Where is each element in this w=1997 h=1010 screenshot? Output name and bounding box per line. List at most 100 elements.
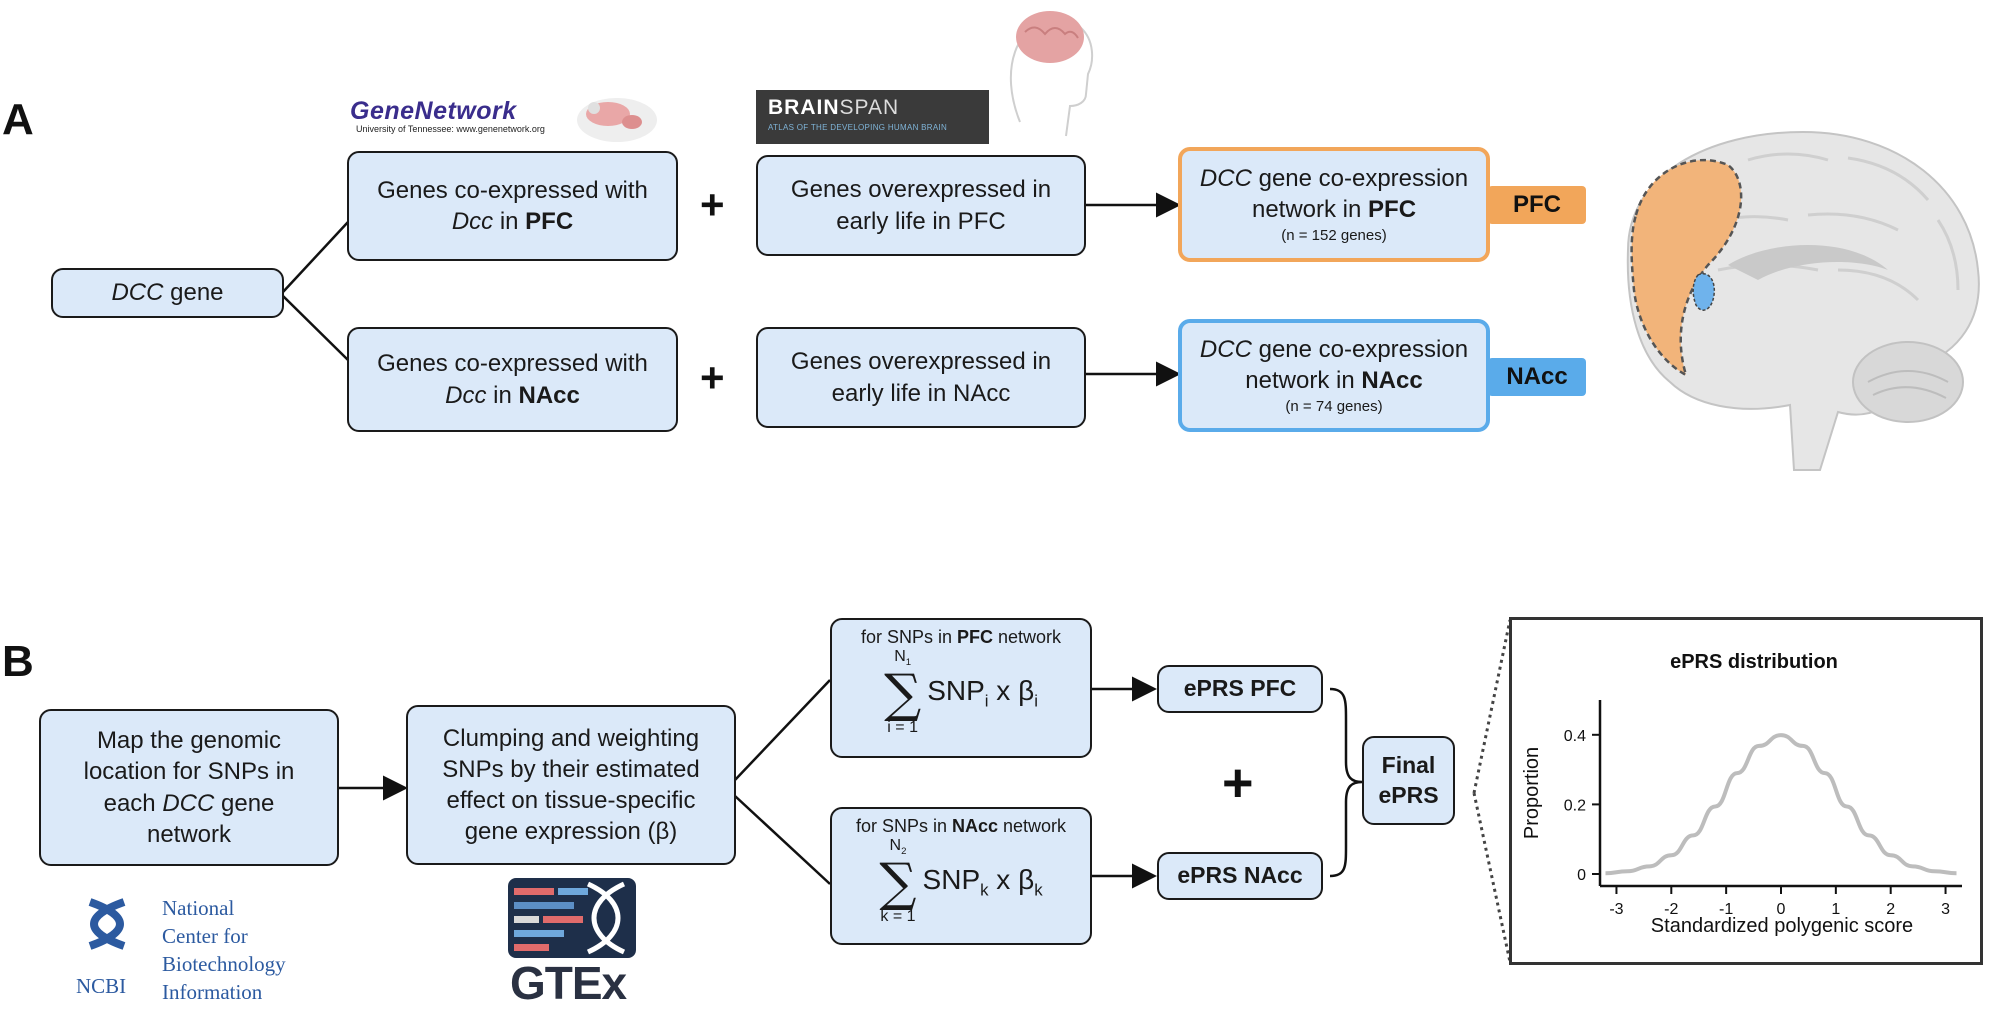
coexpressed-pfc-gene: Dcc <box>451 208 494 235</box>
chart-xlabel: Standardized polygenic score <box>1651 915 1913 937</box>
human-head-icon <box>1009 11 1094 137</box>
ncbi-line3: Biotechnology <box>162 952 286 976</box>
sigma-icon: ∑ <box>879 853 917 914</box>
sum-pfc-times: x <box>988 675 1019 707</box>
dna-helix-icon <box>88 898 126 950</box>
sum-nacc-label-post: network <box>998 816 1067 836</box>
sum-nacc-label: for SNPs in NAcc network <box>856 815 1066 838</box>
dcc-gene-box: DCC gene <box>51 268 284 318</box>
eprs-distribution-panel: ePRS distribution Proportion Standardize… <box>1509 617 1983 965</box>
plus-sign-eprs: + <box>1222 753 1254 813</box>
sum-nacc-beta-sub: k <box>1034 880 1043 900</box>
network-pfc-box: DCC gene co-expression network in PFC (n… <box>1178 147 1490 262</box>
sum-pfc-upper-n: N <box>894 648 906 666</box>
final-eprs-line1: Final <box>1381 751 1436 778</box>
sum-pfc-lower: i = 1 <box>887 719 918 737</box>
sum-pfc-beta: β <box>1018 675 1035 707</box>
x-tick-label: -3 <box>1609 901 1623 918</box>
sum-nacc-lower: k = 1 <box>880 908 916 926</box>
map-box-gene: DCC <box>162 789 215 817</box>
sum-nacc-upper-sub: 2 <box>901 846 907 858</box>
sigma-icon: ∑ <box>884 664 922 725</box>
map-box-line2: location for SNPs in <box>83 758 295 786</box>
y-tick-label: 0 <box>1577 867 1586 884</box>
branch-line-b-upper <box>734 679 831 781</box>
sum-pfc-label-post: network <box>993 627 1062 647</box>
sum-pfc-box: for SNPs in PFC network N1 ∑ i = 1 SNPi … <box>830 618 1092 758</box>
ncbi-fullname: National Center for Biotechnology Inform… <box>162 894 286 1006</box>
panel-letter-a: A <box>2 95 34 144</box>
y-tick-label: 0.4 <box>1564 728 1586 745</box>
sum-nacc-snp-sub: k <box>980 880 989 900</box>
mouse-brain-icon <box>577 98 657 142</box>
coexpressed-nacc-gene: Dcc <box>445 381 487 409</box>
gtex-heatmap-icon <box>508 878 636 958</box>
coexpressed-pfc-mid: in <box>493 208 526 235</box>
map-genomic-location-box: Map the genomic location for SNPs in eac… <box>39 709 339 866</box>
network-pfc-count: (n = 152 genes) <box>1281 227 1387 245</box>
eprs-distribution-chart: ePRS distribution Proportion Standardize… <box>1521 651 1962 937</box>
clump-box-line1: Clumping and weighting <box>442 724 700 752</box>
branch-line-upper <box>282 221 349 293</box>
overexpressed-pfc-line2: early life in PFC <box>836 207 1006 235</box>
overexpressed-nacc-box: Genes overexpressed in early life in NAc… <box>756 327 1086 428</box>
panel-letter-b: B <box>2 637 34 686</box>
network-nacc-box: DCC gene co-expression network in NAcc (… <box>1178 319 1490 432</box>
brainspan-brand-light: SPAN <box>839 96 900 119</box>
network-pfc-region: PFC <box>1368 196 1417 223</box>
tag-pfc: PFC <box>1488 186 1586 224</box>
network-nacc-gene: DCC <box>1199 335 1252 363</box>
network-nacc-count: (n = 74 genes) <box>1285 398 1383 416</box>
x-tick-label: 1 <box>1831 901 1840 918</box>
x-tick-label: -2 <box>1664 901 1678 918</box>
coexpressed-pfc-box: Genes co-expressed with Dcc in PFC <box>347 151 678 261</box>
map-box-line4: network <box>146 820 232 848</box>
brainspan-logo: BRAINSPAN ATLAS OF THE DEVELOPING HUMAN … <box>756 90 989 144</box>
network-pfc-gene: DCC <box>1199 164 1252 192</box>
tag-nacc: NAcc <box>1488 358 1586 396</box>
brainspan-brand-bold: BRAIN <box>768 96 840 119</box>
genenetwork-subtitle: University of Tennessee: www.genenetwork… <box>356 124 545 134</box>
ncbi-abbr: NCBI <box>76 974 127 998</box>
coexpressed-nacc-box: Genes co-expressed with Dcc in NAcc <box>347 327 678 432</box>
gtex-logo: GTEx <box>508 878 636 1009</box>
coexpressed-nacc-mid: in <box>486 381 519 409</box>
sum-nacc-upper-n: N <box>889 837 902 855</box>
sum-pfc-beta-sub: i <box>1034 691 1038 711</box>
distribution-curve <box>1605 733 1957 876</box>
human-brain-sagittal-icon <box>1626 130 1980 471</box>
overexpressed-nacc-line1: Genes overexpressed in <box>790 348 1052 376</box>
overexpressed-nacc-line2: early life in NAcc <box>831 379 1011 407</box>
clump-box-line3: effect on tissue-specific <box>446 787 696 814</box>
clumping-weighting-box: Clumping and weighting SNPs by their est… <box>406 705 736 865</box>
overexpressed-pfc-line1: Genes overexpressed in <box>790 176 1052 204</box>
chart-title: ePRS distribution <box>1670 651 1838 673</box>
genenetwork-logo: GeneNetwork University of Tennessee: www… <box>350 97 600 134</box>
sum-pfc-label: for SNPs in PFC network <box>861 626 1061 649</box>
x-tick-label: 0 <box>1777 901 1786 918</box>
sum-pfc-snp: SNP <box>927 675 985 707</box>
network-pfc-line1: gene co-expression <box>1251 164 1469 192</box>
sum-nacc-upper: N2 <box>890 838 907 857</box>
sum-nacc-snp: SNP <box>922 864 981 896</box>
map-box-line3-post: gene <box>214 789 275 817</box>
zoom-line-top <box>1472 619 1512 794</box>
sum-nacc-box: for SNPs in NAcc network N2 ∑ k = 1 SNPk… <box>830 807 1092 945</box>
ncbi-line1: National <box>162 896 235 920</box>
curly-brace <box>1329 687 1363 878</box>
coexpressed-pfc-line1: Genes co-expressed with <box>377 176 648 204</box>
final-eprs-line2: ePRS <box>1378 781 1439 808</box>
chart-ylabel: Proportion <box>1521 747 1543 839</box>
coexpressed-nacc-line1: Genes co-expressed with <box>377 350 648 378</box>
gtex-wordmark: GTEx <box>510 957 627 1009</box>
branch-line-lower <box>282 295 349 361</box>
network-pfc-line2: network in <box>1251 196 1369 223</box>
brainspan-subtitle: ATLAS OF THE DEVELOPING HUMAN BRAIN <box>768 123 948 132</box>
eprs-pfc-box: ePRS PFC <box>1157 665 1323 713</box>
sum-pfc-formula: SNPi x βi <box>927 673 1038 712</box>
ncbi-logo: NCBI National Center for Biotechnology I… <box>72 890 312 1004</box>
x-tick-label: -1 <box>1719 901 1733 918</box>
clump-box-line2: SNPs by their estimated <box>442 755 700 783</box>
ncbi-line4: Information <box>162 980 263 1004</box>
